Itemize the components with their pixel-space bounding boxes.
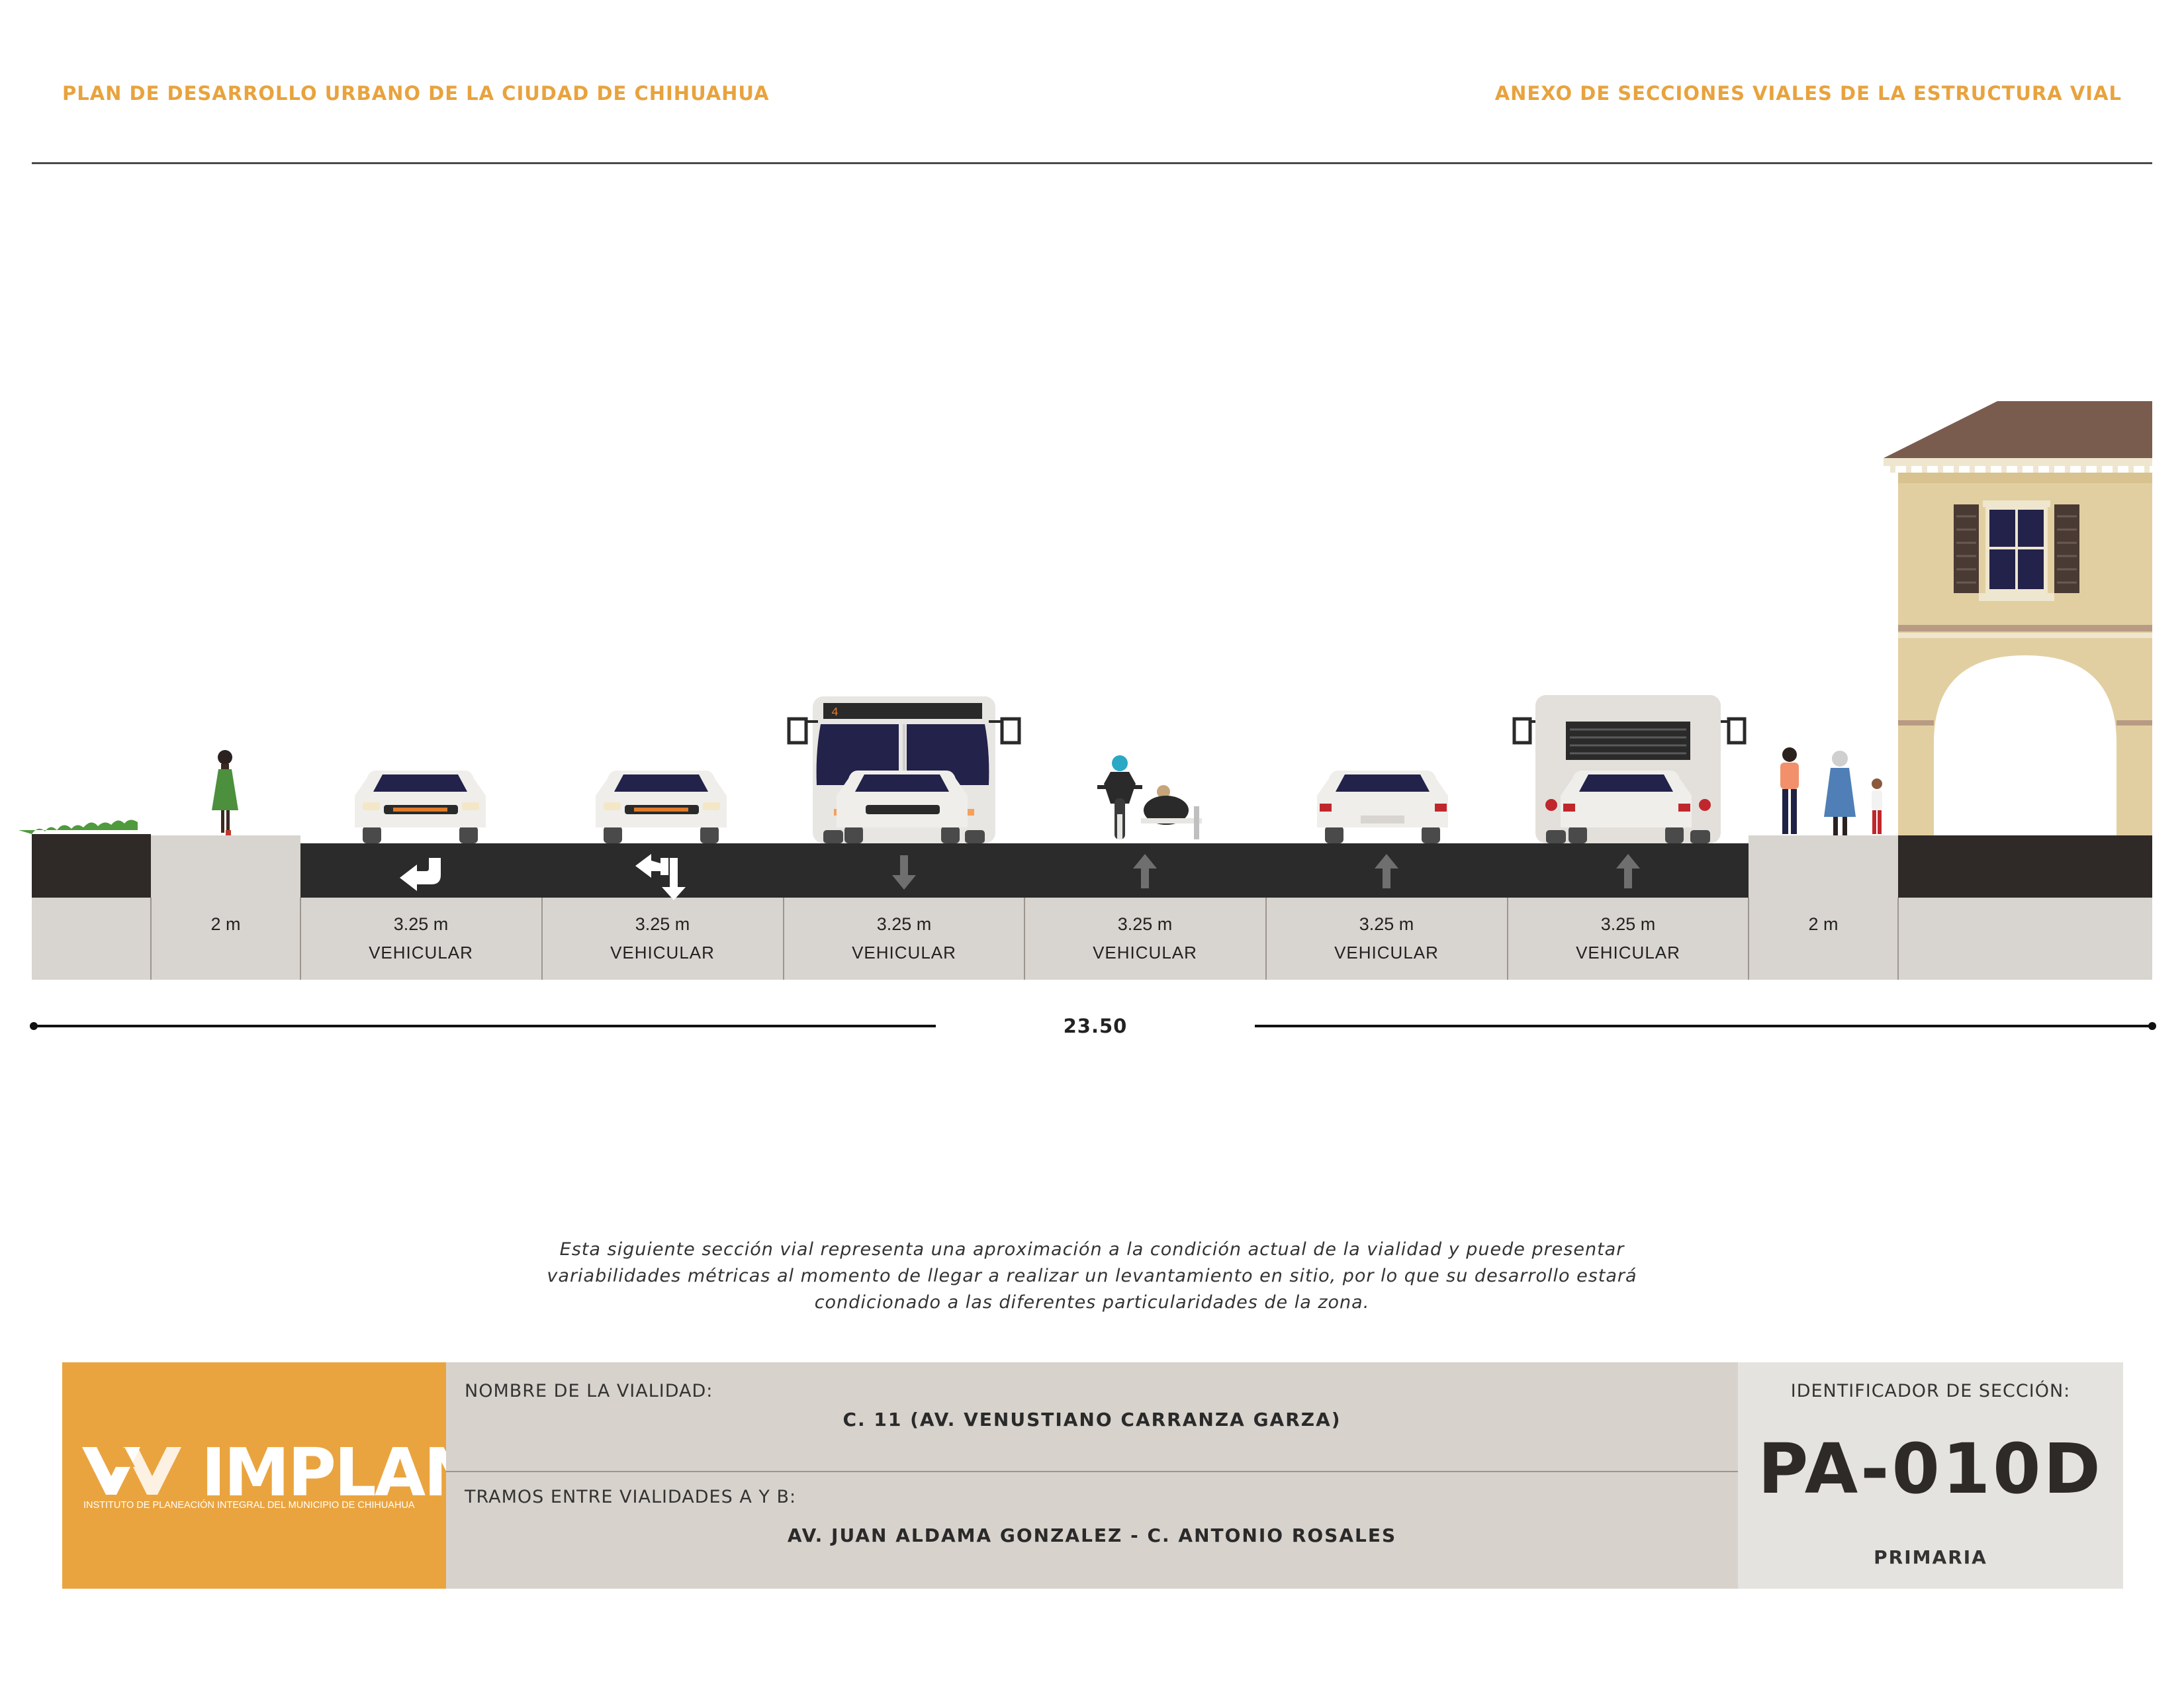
- segment-use-label: VEHICULAR: [1334, 943, 1439, 962]
- turn-left-icon: [400, 858, 441, 891]
- grass-strip: [19, 820, 138, 834]
- segment-width-label: 3.25 m: [635, 914, 690, 934]
- segment-width-label: 3.25 m: [394, 914, 449, 934]
- road-info-block: NOMBRE DE LA VIALIDAD: C. 11 (AV. VENUST…: [446, 1362, 1738, 1589]
- segment-dividers: [150, 898, 1899, 980]
- bus-route-number: 4: [831, 706, 839, 720]
- colonial-building: [1884, 401, 2152, 835]
- dimension-end-right: [2148, 1022, 2156, 1030]
- annex-title: ANEXO DE SECCIONES VIALES DE LA ESTRUCTU…: [1494, 82, 2122, 105]
- segment-use-label: VEHICULAR: [1093, 943, 1197, 962]
- arrow-up-icon: [1133, 854, 1157, 888]
- asphalt: [300, 843, 1749, 898]
- section-id-label: IDENTIFICADOR DE SECCIÓN:: [1790, 1381, 2071, 1401]
- dimension-line-right: [1255, 1025, 2152, 1027]
- header-divider: [32, 162, 2152, 164]
- disclaimer-note: Esta siguiente sección vial representa u…: [496, 1237, 1688, 1316]
- document-title: PLAN DE DESARROLLO URBANO DE LA CIUDAD D…: [62, 82, 770, 105]
- info-divider: [446, 1471, 1738, 1472]
- segment-width-label: 3.25 m: [1359, 914, 1414, 934]
- road-cross-section: 2 m 3.25 m VEHICULAR 3.25 m VEHICULAR 3.…: [19, 401, 2152, 980]
- car-front: [837, 771, 968, 843]
- segment-width-label: 3.25 m: [1118, 914, 1173, 934]
- segment-use-label: VEHICULAR: [369, 943, 473, 962]
- motorcycle-sidecar: [1097, 755, 1202, 839]
- pedestrian-group: [1780, 747, 1882, 835]
- section-id-block: IDENTIFICADOR DE SECCIÓN: PA-010D PRIMAR…: [1738, 1362, 2123, 1589]
- implan-mark-icon: [82, 1447, 181, 1495]
- sidewalk-right: [1749, 835, 1898, 898]
- segment-use-label: VEHICULAR: [852, 943, 956, 962]
- section-base: [32, 898, 2152, 980]
- car-front: [355, 771, 486, 843]
- segment-width-label: 2 m: [1808, 914, 1838, 934]
- segment-label: TRAMOS ENTRE VIALIDADES A Y B:: [465, 1487, 797, 1507]
- road-name-value: C. 11 (AV. VENUSTIANO CARRANZA GARZA): [842, 1409, 1342, 1430]
- building-base: [1898, 835, 2152, 898]
- sidewalk-left: [151, 835, 300, 898]
- dimension-line-left: [33, 1025, 936, 1027]
- arrow-up-icon: [1616, 854, 1640, 888]
- section-id-code: PA-010D: [1758, 1429, 2103, 1509]
- segment-value: AV. JUAN ALDAMA GONZALEZ - C. ANTONIO RO…: [787, 1524, 1397, 1546]
- segment-use-label: VEHICULAR: [610, 943, 715, 962]
- arrow-up-icon: [1375, 854, 1398, 888]
- segment-width-label: 2 m: [210, 914, 240, 934]
- logo-subtitle: INSTITUTO DE PLANEACIÓN INTEGRAL DEL MUN…: [83, 1500, 415, 1511]
- implan-logo-block: IMPLAN INSTITUTO DE PLANEACIÓN INTEGRAL …: [62, 1362, 479, 1589]
- arrow-down-icon: [892, 855, 916, 890]
- disclaimer-line: variabilidades métricas al momento de ll…: [547, 1266, 1637, 1286]
- road-name-label: NOMBRE DE LA VIALIDAD:: [465, 1381, 713, 1401]
- road-classification: PRIMARIA: [1874, 1546, 1987, 1568]
- disclaimer-line: Esta siguiente sección vial representa u…: [559, 1239, 1625, 1260]
- planter-left: [32, 834, 151, 898]
- segment-use-label: VEHICULAR: [1576, 943, 1680, 962]
- car-front: [596, 771, 727, 843]
- total-width-label: 23.50: [1063, 1015, 1128, 1037]
- segment-width-label: 3.25 m: [877, 914, 932, 934]
- segment-width-label: 3.25 m: [1601, 914, 1656, 934]
- car-rear: [1561, 771, 1692, 843]
- logo-wordmark: IMPLAN: [201, 1434, 479, 1511]
- pedestrian-woman: [212, 750, 238, 835]
- left-or-straight-icon: [635, 854, 686, 900]
- disclaimer-line: condicionado a las diferentes particular…: [814, 1292, 1370, 1313]
- car-rear: [1317, 771, 1448, 843]
